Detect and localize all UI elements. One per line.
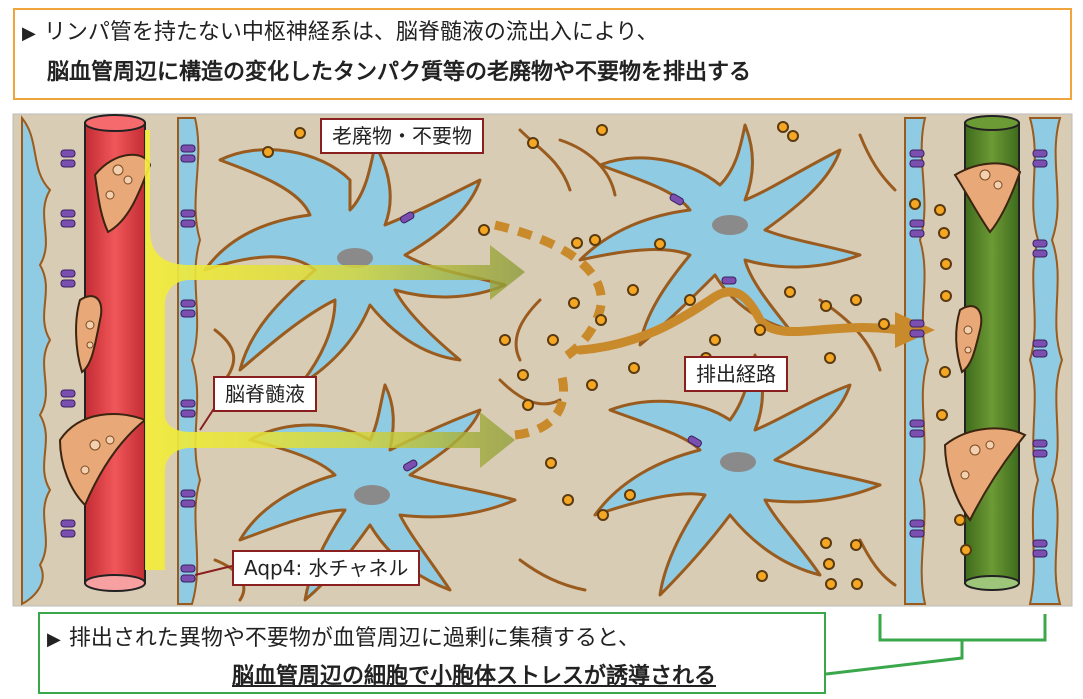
label-csf: 脳脊髄液 (213, 376, 317, 412)
footer-line-1-text: 排出された異物や不要物が血管周辺に過剰に集積すると、 (69, 626, 640, 651)
label-drain-path: 排出経路 (684, 356, 788, 392)
footer-line-2: 脳血管周辺の細胞で小胞体ストレスが誘導される (232, 658, 716, 690)
vein-bracket (826, 614, 1045, 674)
label-waste: 老廃物・不要物 (320, 118, 484, 154)
footer-line-1: ▶ 排出された異物や不要物が血管周辺に過剰に集積すると、 (47, 620, 640, 652)
bullet-triangle-icon: ▶ (47, 629, 61, 650)
label-aqp4: Aqp4: 水チャネル (232, 550, 420, 586)
